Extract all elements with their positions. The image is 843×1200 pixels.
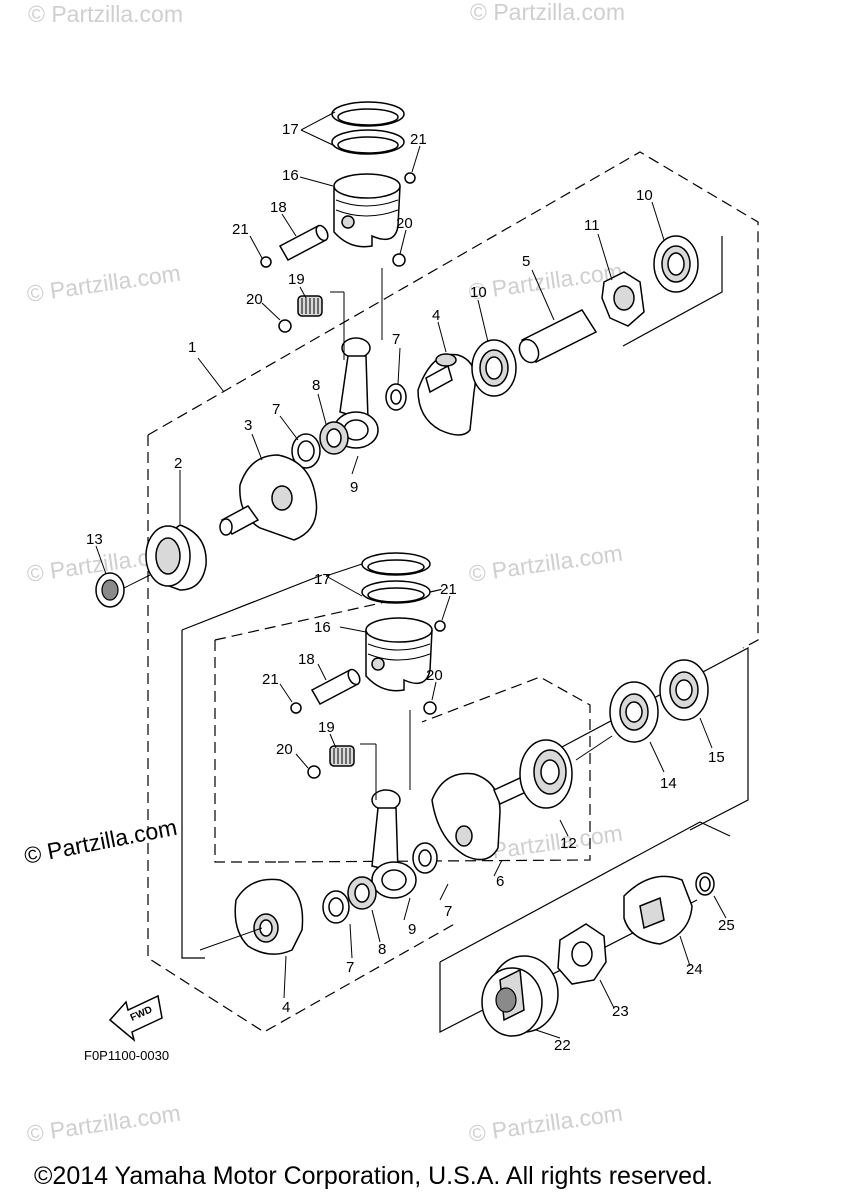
callout-7: 7 (272, 401, 280, 418)
crank-pin (518, 309, 598, 364)
piston (365, 617, 433, 692)
callout-18: 18 (298, 651, 315, 668)
needle-bearing (297, 295, 323, 317)
callout-8: 8 (312, 377, 320, 394)
crank-web (431, 772, 527, 861)
callout-20: 20 (246, 291, 263, 308)
needle-bearing (347, 876, 377, 910)
ball-bearing (653, 235, 699, 293)
callout-25: 25 (718, 917, 735, 934)
callout-9: 9 (350, 479, 358, 496)
needle-bearing (319, 421, 349, 455)
callout-6: 6 (496, 873, 504, 890)
callout-21: 21 (440, 581, 457, 598)
callout-10: 10 (470, 284, 487, 301)
callout-12: 12 (560, 835, 577, 852)
callout-7: 7 (444, 903, 452, 920)
callout-7: 7 (346, 959, 354, 976)
callout-3: 3 (244, 417, 252, 434)
crank-web (219, 454, 318, 541)
washer (307, 765, 321, 779)
figure-code: F0P1100-0030 (84, 1048, 169, 1063)
callout-22: 22 (554, 1037, 571, 1054)
circlip (404, 172, 416, 184)
callout-21: 21 (232, 221, 249, 238)
callout-7: 7 (392, 331, 400, 348)
callout-16: 16 (282, 167, 299, 184)
callout-20: 20 (276, 741, 293, 758)
oil-seal (95, 572, 125, 608)
callout-21: 21 (262, 671, 279, 688)
fwd-arrow-icon: FWD (108, 994, 163, 1043)
callout-4: 4 (432, 307, 440, 324)
callout-9: 9 (408, 921, 416, 938)
callout-13: 13 (86, 531, 103, 548)
callout-18: 18 (270, 199, 287, 216)
piston (333, 173, 401, 248)
callout-17: 17 (314, 571, 331, 588)
watermark: © Partzilla.com (28, 1, 183, 27)
piston-pin (278, 224, 329, 262)
callout-4: 4 (282, 999, 290, 1016)
watermark: © Partzilla.com (467, 540, 624, 587)
callout-2: 2 (174, 455, 182, 472)
callout-19: 19 (288, 271, 305, 288)
coupler (623, 875, 693, 945)
drive-gear (601, 271, 645, 327)
callout-14: 14 (660, 775, 677, 792)
piston-rings (361, 552, 431, 604)
callout-1: 1 (188, 339, 196, 356)
circlip (260, 256, 272, 268)
oil-seal (609, 681, 659, 743)
connecting-rod (371, 789, 417, 899)
callout-numbers: 1 2 3 4 5 6 7 7 7 7 8 8 9 9 10 10 11 12 … (86, 121, 735, 1054)
piston-rings (331, 101, 405, 155)
copyright-text: ©2014 Yamaha Motor Corporation, U.S.A. A… (34, 1162, 713, 1190)
circlip (434, 620, 446, 632)
needle-bearing (329, 745, 355, 767)
watermark: © Partzilla.com (467, 258, 624, 305)
callout-11: 11 (584, 217, 600, 234)
callout-17: 17 (282, 121, 299, 138)
washer (278, 319, 292, 333)
ball-bearing (519, 739, 573, 809)
thrust-washer (385, 383, 407, 411)
callout-20: 20 (396, 215, 413, 232)
washer (423, 701, 437, 715)
crank-web (234, 878, 304, 955)
callout-leaders (95, 111, 727, 1039)
brand-watermark: © Partzilla.com (22, 814, 179, 869)
callout-10: 10 (636, 187, 653, 204)
callout-19: 19 (318, 719, 335, 736)
watermark: © Partzilla.com (25, 260, 182, 307)
thrust-washer (412, 842, 438, 874)
callout-8: 8 (378, 941, 386, 958)
ball-bearing (145, 524, 207, 591)
watermark: © Partzilla.com (467, 1100, 624, 1147)
callout-16: 16 (314, 619, 331, 636)
watermark: © Partzilla.com (470, 0, 625, 25)
crank-web (417, 353, 476, 436)
callout-5: 5 (522, 253, 530, 270)
callout-24: 24 (686, 961, 703, 978)
piston-pin (310, 668, 361, 706)
circlip (695, 872, 715, 896)
callout-20: 20 (426, 667, 443, 684)
rubber-damper (557, 923, 607, 985)
coupling-hub (481, 955, 559, 1037)
oil-seal (659, 659, 709, 721)
callout-15: 15 (708, 749, 725, 766)
callout-21: 21 (410, 131, 427, 148)
assembly-outlines (147, 151, 759, 1033)
watermark: © Partzilla.com (25, 1100, 182, 1147)
thrust-washer (291, 433, 321, 469)
callout-23: 23 (612, 1003, 629, 1020)
circlip (290, 702, 302, 714)
washer (392, 253, 406, 267)
thrust-washer (322, 890, 350, 924)
ball-bearing (471, 339, 517, 397)
